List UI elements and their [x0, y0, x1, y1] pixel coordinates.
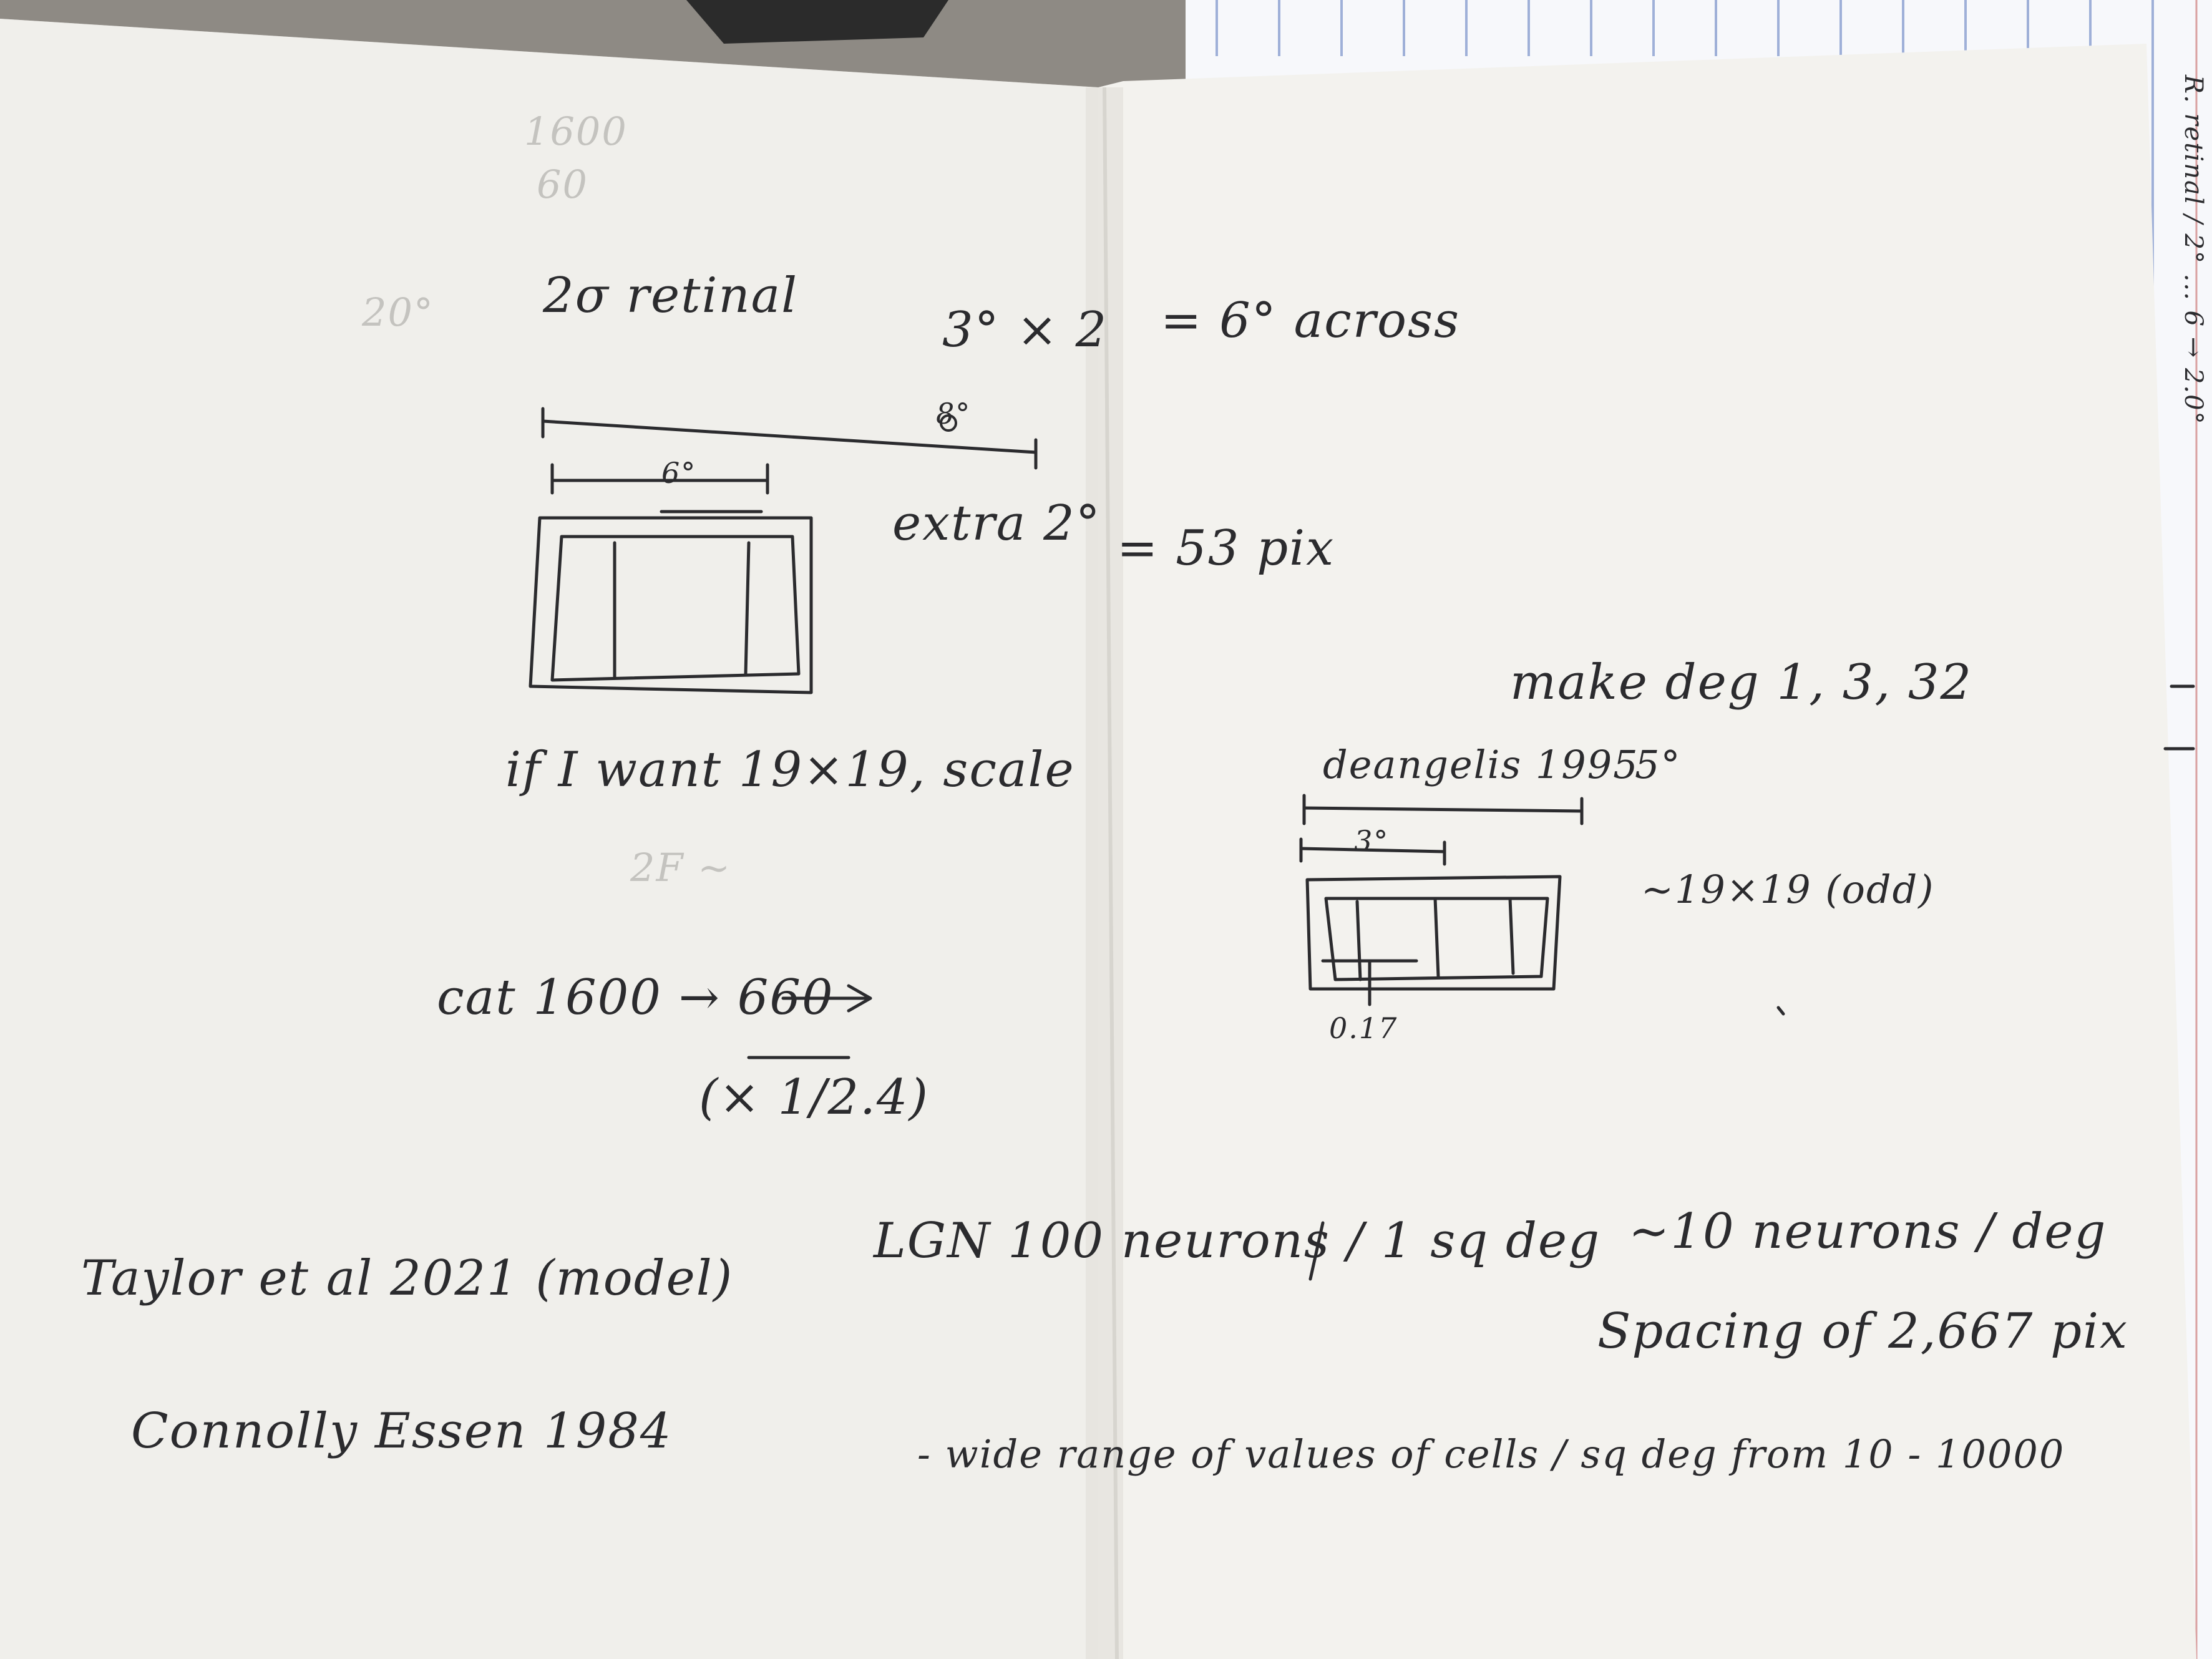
note-lgn-100-neurons: LGN 100 neurons / 1 sq deg [874, 1213, 1601, 1269]
center-fold [1086, 87, 1123, 1659]
dark-object [686, 0, 948, 44]
faint-text-1600: 1600 [524, 109, 628, 154]
lower-measure-line [1302, 794, 1584, 825]
label-5-deg: 5° [1635, 742, 1682, 787]
upper-long-measure-line [541, 407, 1038, 470]
note-spacing-pix: Spacing of 2,667 pix [1597, 1303, 2129, 1360]
note-extra-2-deg: extra 2° [892, 495, 1101, 552]
note-scale-factor: (× 1/2.4) [699, 1069, 929, 1126]
lower-short-measure-line [1299, 837, 1446, 866]
note-10-neurons-deg: ~10 neurons / deg [1629, 1204, 2107, 1260]
upper-short-measure-line [550, 463, 769, 495]
upper-grid-sketch [529, 510, 813, 694]
note-make-deg: make deg 1, 3, 32 [1510, 654, 1973, 711]
note-19x19-odd: ~19×19 (odd) [1641, 867, 1935, 912]
faint-text-60: 60 [537, 162, 588, 207]
note-2-sigma-retinal: 2σ retinal [543, 268, 799, 324]
label-0-17: 0.17 [1329, 1011, 1398, 1045]
note-wide-range: - wide range of values of cells / sq deg… [917, 1431, 2065, 1477]
lower-grid-sketch [1305, 875, 1562, 1006]
label-8-deg: 8° [936, 397, 972, 431]
degree-circle-mark [940, 414, 957, 432]
note-3-times-2: 3° × 2 [942, 302, 1108, 358]
label-6-deg: 6° [661, 456, 697, 490]
note-if-i-want: if I want 19×19, scale [505, 742, 1075, 798]
label-3-deg: 3° [1354, 824, 1390, 858]
note-deangelis-1995: deangelis 1995 [1323, 742, 1639, 787]
note-53-pix: = 53 pix [1117, 520, 1335, 577]
arrow-icon [781, 984, 872, 1013]
note-6-across: = 6° across [1161, 293, 1461, 349]
note-cat-1600-660: cat 1600 → 660 [437, 970, 834, 1026]
faint-text-20: 20° [362, 289, 434, 335]
faint-text-2f: 2F ~ [630, 845, 732, 890]
margin-rotated-text: R. retinal / 2° ... 6 → 2.0° [2179, 75, 2208, 426]
note-taylor-2021: Taylor et al 2021 (model) [81, 1250, 734, 1306]
note-connolly-essen: Connolly Essen 1984 [131, 1403, 673, 1459]
